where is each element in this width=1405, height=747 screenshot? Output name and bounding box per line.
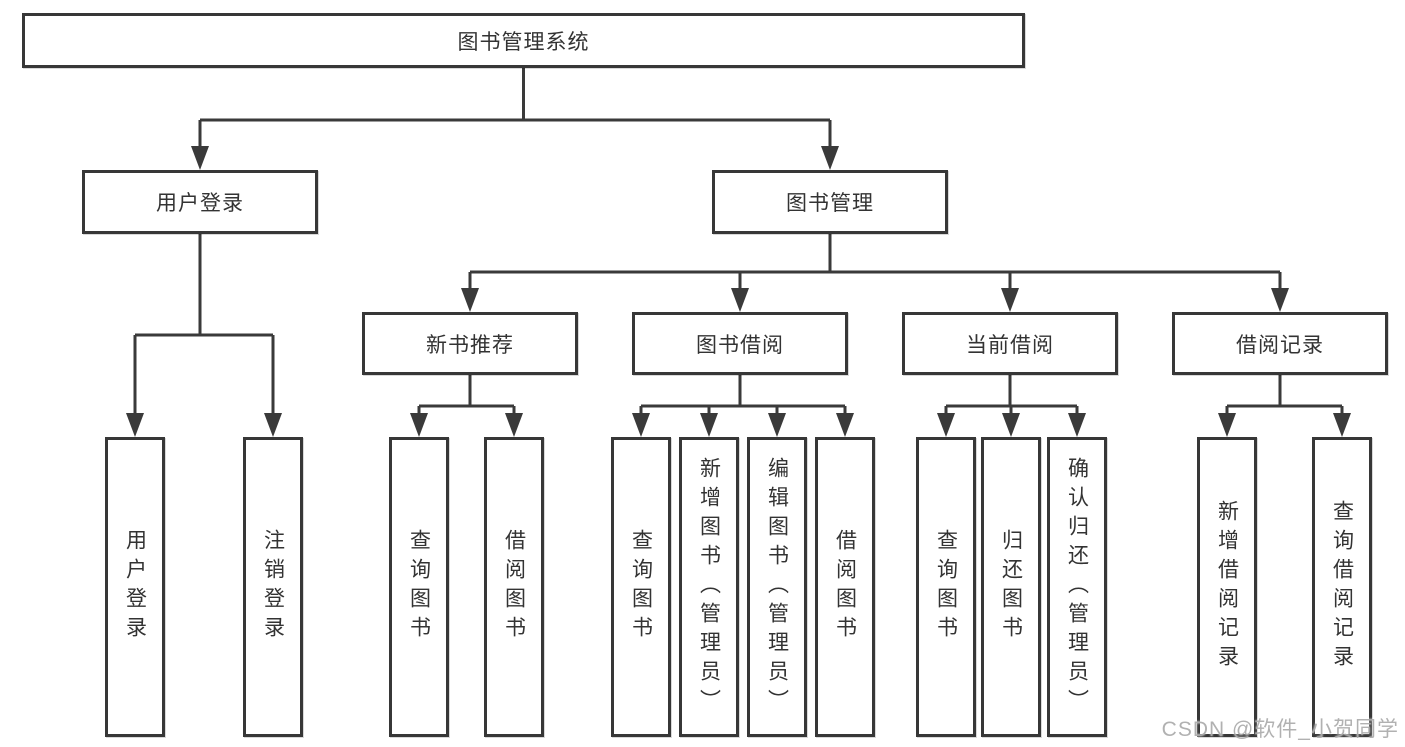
node-label: 编辑图书（管理员） [765,456,789,718]
node-label: 借阅记录 [1236,333,1324,357]
csdn-watermark: CSDN @软件_小贺同学 [1161,718,1399,741]
node-label: 查询图书 [934,529,958,645]
leaf-return-book: 归还图书 [981,437,1041,737]
node-label: 查询图书 [407,529,431,645]
leaf-query-books-recommend: 查询图书 [389,437,449,737]
leaf-query-books-current: 查询图书 [916,437,976,737]
node-label: 用户登录 [123,529,147,645]
node-label: 归还图书 [999,529,1023,645]
connector-book-management-to-level3 [461,234,1289,312]
node-label: 查询图书 [629,529,653,645]
leaf-query-books-borrow: 查询图书 [611,437,671,737]
leaf-edit-book-admin: 编辑图书（管理员） [747,437,807,737]
leaf-confirm-return-admin: 确认归还（管理员） [1047,437,1107,737]
node-label: 新增图书（管理员） [697,456,721,718]
node-label: 注销登录 [261,529,285,645]
node-label: 图书管理系统 [457,30,590,54]
node-label: 新增借阅记录 [1215,500,1239,674]
leaf-add-book-admin: 新增图书（管理员） [679,437,739,737]
node-label: 借阅图书 [833,529,857,645]
node-label: 确认归还（管理员） [1065,456,1089,718]
node-label: 当前借阅 [966,333,1054,357]
leaf-logout: 注销登录 [243,437,303,737]
connector-root-to-level2 [191,68,839,170]
node-label: 新书推荐 [426,333,514,357]
node-book-management: 图书管理 [712,170,948,234]
node-label: 用户登录 [156,192,244,215]
node-label: 查询借阅记录 [1330,500,1354,674]
node-label: 图书借阅 [696,333,784,357]
connector-user-login-to-leaves [126,234,282,437]
leaf-borrow-books: 借阅图书 [815,437,875,737]
leaf-query-borrow-record: 查询借阅记录 [1312,437,1372,737]
node-current-borrow: 当前借阅 [902,312,1118,375]
connector-current-borrow-to-leaves [937,375,1086,437]
node-library-system: 图书管理系统 [22,13,1025,68]
connector-book-borrow-to-leaves [632,375,854,437]
node-label: 借阅图书 [502,529,526,645]
node-borrow-records: 借阅记录 [1172,312,1388,375]
node-new-book-recommend: 新书推荐 [362,312,578,375]
leaf-add-borrow-record: 新增借阅记录 [1197,437,1257,737]
node-user-login: 用户登录 [82,170,318,234]
leaf-user-login: 用户登录 [105,437,165,737]
leaf-borrow-books-recommend: 借阅图书 [484,437,544,737]
node-label: 图书管理 [786,192,874,215]
connector-borrow-records-to-leaves [1218,375,1351,437]
connector-new-book-recommend-to-leaves [410,375,523,437]
node-book-borrow: 图书借阅 [632,312,848,375]
